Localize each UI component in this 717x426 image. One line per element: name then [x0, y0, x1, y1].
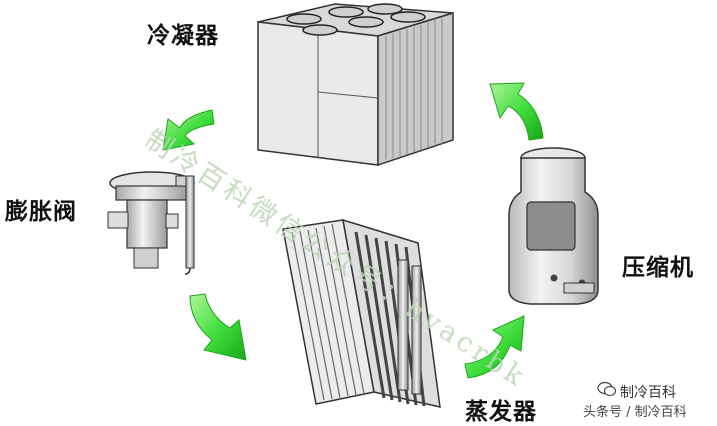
condenser-unit: [257, 3, 454, 167]
evaporator-coil: [282, 218, 441, 408]
flow-arrow-icon: [162, 109, 215, 151]
flow-arrow-icon: [489, 82, 544, 141]
compressor-label: 压缩机: [622, 255, 694, 281]
flow-arrow-icon: [464, 315, 525, 379]
footer-channel-name: 制冷百科: [620, 385, 676, 401]
expansion-valve: [107, 171, 195, 275]
evaporator-label: 蒸发器: [465, 399, 537, 425]
footer-account-text: 头条号 / 制冷百科: [583, 405, 687, 420]
expansion-valve-label: 膨胀阀: [5, 199, 77, 225]
wechat-icon: [597, 381, 617, 397]
flow-arrow-icon: [189, 293, 247, 361]
compressor-unit: [508, 147, 599, 305]
condenser-label: 冷凝器: [147, 23, 219, 49]
